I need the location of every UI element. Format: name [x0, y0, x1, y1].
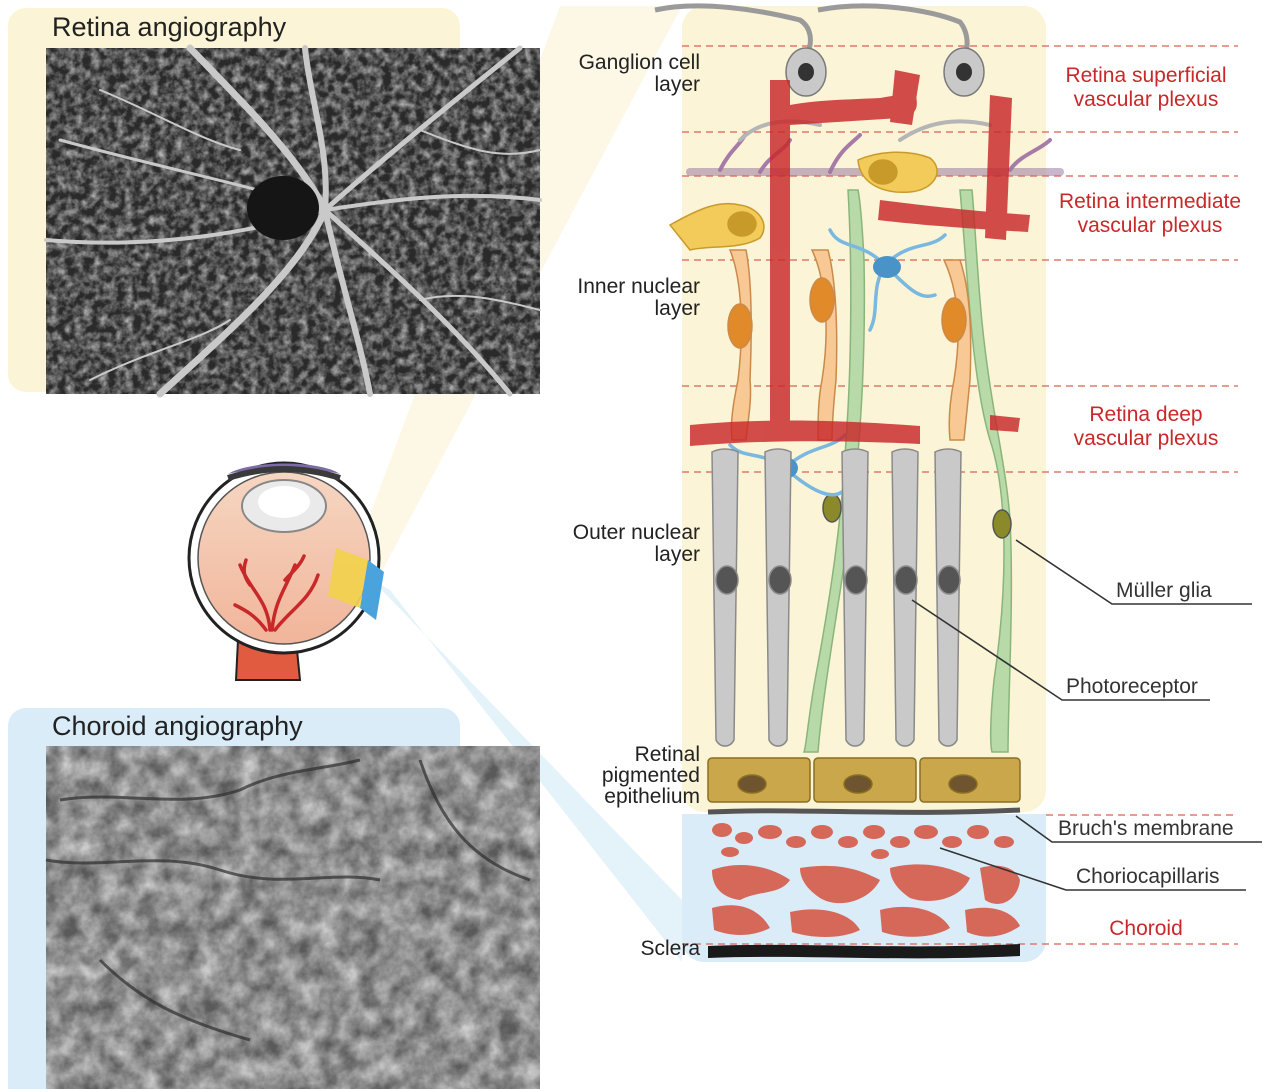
deep-label-line1: Retina deep — [1046, 403, 1246, 427]
superficial-label-line2: vascular plexus — [1046, 88, 1246, 112]
retina-angiography-image — [46, 48, 540, 394]
rpe-layer — [708, 758, 1020, 802]
inner-nuclear-label-line2: layer — [577, 298, 700, 320]
eye-illustration — [189, 463, 384, 680]
intermediate-label-line2: vascular plexus — [1040, 214, 1260, 238]
choriocapillaris-label: Choriocapillaris — [1076, 865, 1220, 889]
rpe-label-line3: epithelium — [602, 786, 700, 807]
ganglion-cells — [655, 6, 984, 96]
choriocapillaris-vessels — [712, 823, 1014, 859]
rpe-label-line2: pigmented — [602, 765, 700, 786]
bruch-membrane-line — [708, 810, 1020, 812]
deep-plexus-label: Retina deep vascular plexus — [1046, 403, 1246, 451]
inner-nuclear-label-line1: Inner nuclear — [577, 276, 700, 298]
choroid-large-vessels — [712, 864, 1020, 937]
muller-glia-label: Müller glia — [1116, 579, 1212, 603]
choroid-angiography-image — [46, 746, 540, 1089]
photoreceptor-label: Photoreceptor — [1066, 675, 1198, 699]
rpe-label: Retinal pigmented epithelium — [602, 744, 700, 807]
bruch-membrane-label: Bruch's membrane — [1058, 817, 1234, 841]
outer-nuclear-layer-label: Outer nuclear layer — [573, 522, 700, 566]
superficial-label-line1: Retina superficial — [1046, 64, 1246, 88]
sclera-line — [708, 944, 1020, 958]
outer-nuclear-label-line1: Outer nuclear — [573, 522, 700, 544]
ganglion-label-line1: Ganglion cell — [579, 52, 700, 74]
outer-nuclear-label-line2: layer — [573, 544, 700, 566]
sclera-label: Sclera — [640, 938, 700, 960]
retina-angiography-title: Retina angiography — [52, 12, 286, 43]
intermediate-label-line1: Retina intermediate — [1040, 190, 1260, 214]
deep-label-line2: vascular plexus — [1046, 427, 1246, 451]
choroid-angiography-title: Choroid angiography — [52, 711, 303, 742]
ganglion-label-line2: layer — [579, 74, 700, 96]
rpe-label-line1: Retinal — [602, 744, 700, 765]
intermediate-plexus-label: Retina intermediate vascular plexus — [1040, 190, 1260, 238]
superficial-plexus-label: Retina superficial vascular plexus — [1046, 64, 1246, 112]
ganglion-layer-label: Ganglion cell layer — [579, 52, 700, 96]
amacrine-cells — [670, 152, 937, 250]
choroid-label: Choroid — [1046, 917, 1246, 941]
microglia-soma-upper — [873, 256, 901, 278]
inner-nuclear-layer-label: Inner nuclear layer — [577, 276, 700, 320]
